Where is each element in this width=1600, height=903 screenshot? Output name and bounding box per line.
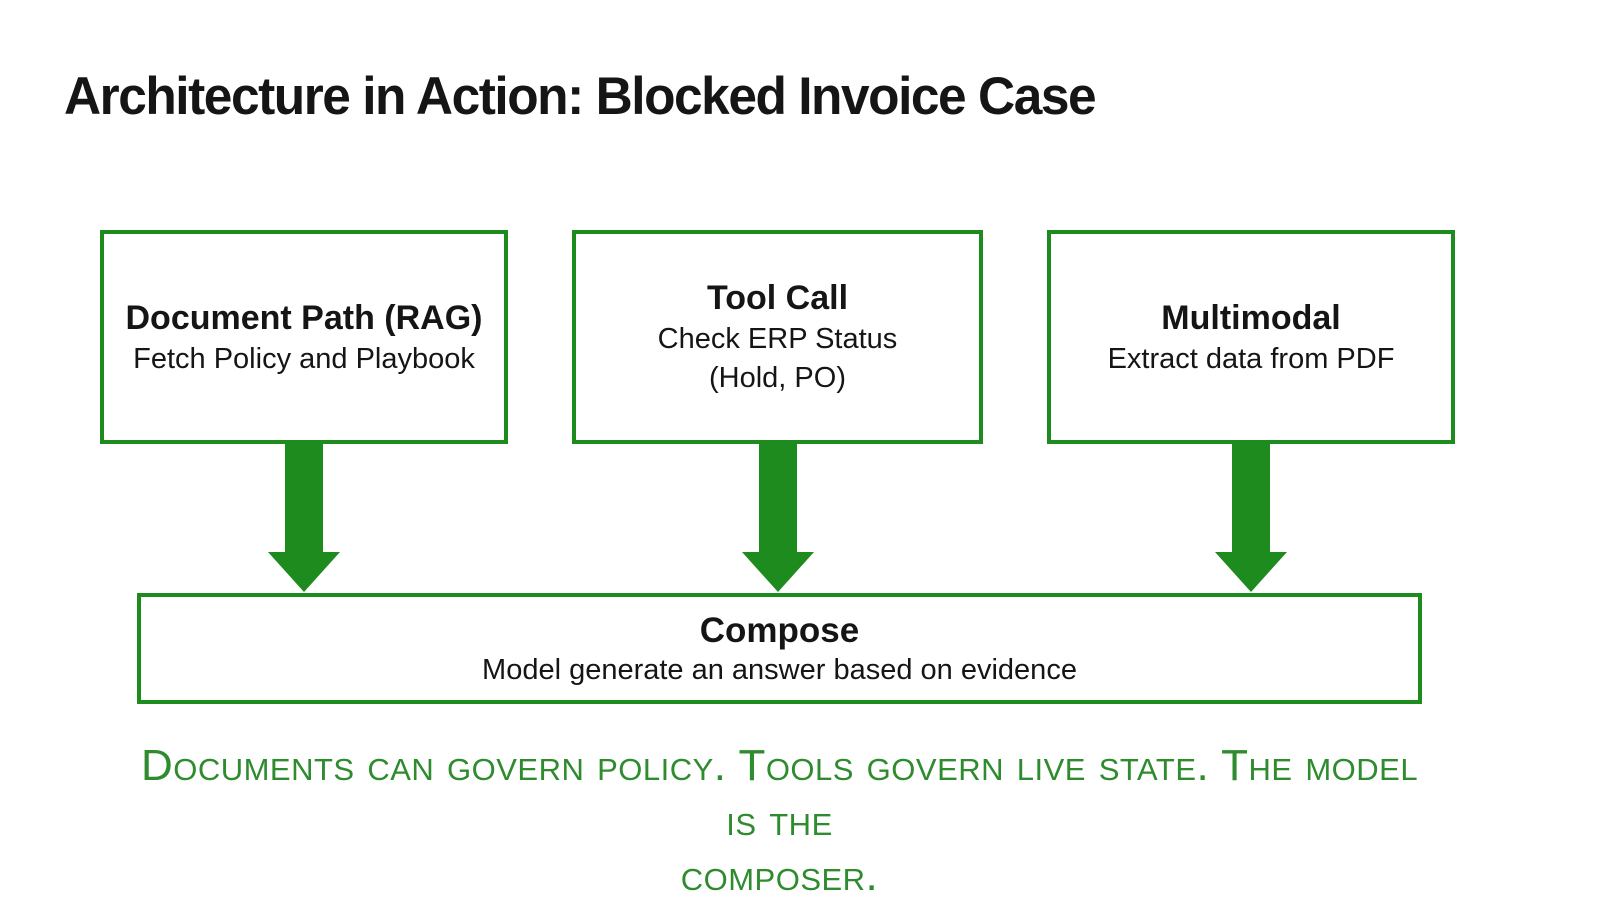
node-document-path: Document Path (RAG) Fetch Policy and Pla… (100, 230, 508, 444)
node-document-path-subtitle: Fetch Policy and Playbook (133, 342, 475, 375)
node-tool-call-title: Tool Call (706, 279, 849, 317)
node-multimodal: Multimodal Extract data from PDF (1047, 230, 1455, 444)
down-arrow-icon-1 (268, 443, 340, 592)
footer-caption: Documents can govern policy. Tools gover… (137, 738, 1422, 903)
node-tool-call: Tool Call Check ERP Status (Hold, PO) (572, 230, 983, 444)
down-arrow-icon-3 (1215, 443, 1287, 592)
footer-caption-line-2: composer. (680, 851, 879, 900)
node-document-path-title: Document Path (RAG) (125, 298, 483, 337)
node-tool-call-subtitle: Check ERP Status (Hold, PO) (657, 323, 898, 394)
node-compose: Compose Model generate an answer based o… (137, 593, 1422, 704)
node-multimodal-title: Multimodal (1161, 298, 1341, 337)
down-arrow-icon-2 (742, 443, 814, 592)
node-compose-subtitle: Model generate an answer based on eviden… (482, 653, 1077, 686)
node-multimodal-subtitle: Extract data from PDF (1107, 342, 1395, 375)
node-compose-title: Compose (699, 610, 860, 650)
footer-caption-line-1: Documents can govern policy. Tools gover… (140, 741, 1419, 845)
page-title: Architecture in Action: Blocked Invoice … (64, 67, 1097, 126)
